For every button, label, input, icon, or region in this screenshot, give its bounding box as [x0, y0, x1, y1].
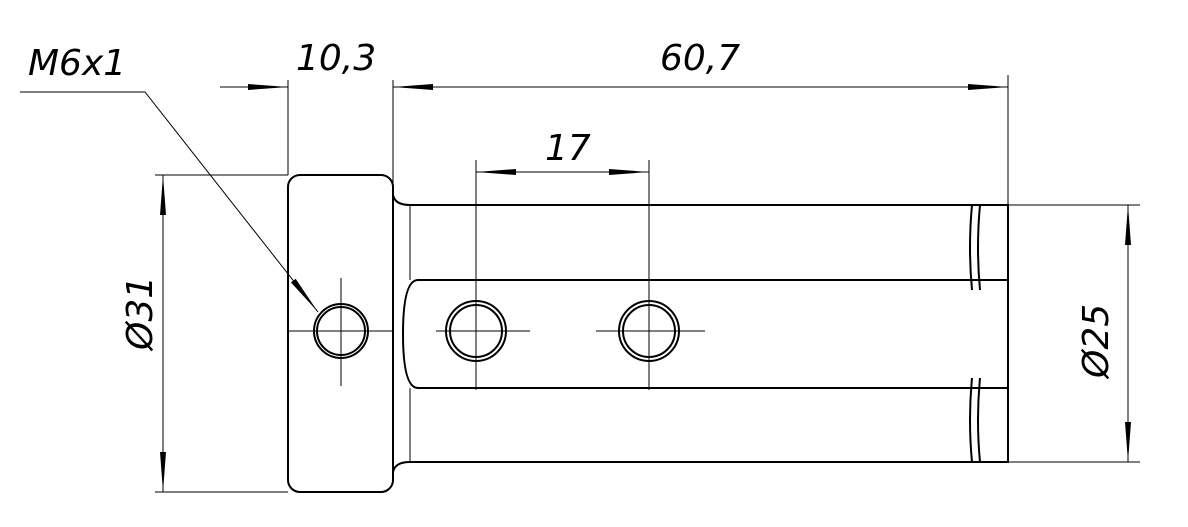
- part-outline: [287, 174, 1009, 493]
- dim-flange-diameter: Ø31: [120, 276, 161, 352]
- dim-hole-spacing: 17: [545, 128, 591, 169]
- centerlines: [288, 160, 705, 390]
- body: [392, 194, 1009, 473]
- flat-surface: [401, 279, 1008, 389]
- dim-flange-width: 10,3: [296, 38, 376, 79]
- dimension-lines: [20, 84, 1131, 492]
- extension-lines: [155, 75, 1140, 493]
- flange: [287, 174, 394, 493]
- groove: [969, 204, 981, 463]
- thread-label: M6x1: [28, 43, 126, 84]
- dim-body-length: 60,7: [660, 38, 740, 79]
- dim-body-diameter: Ø25: [1076, 304, 1117, 380]
